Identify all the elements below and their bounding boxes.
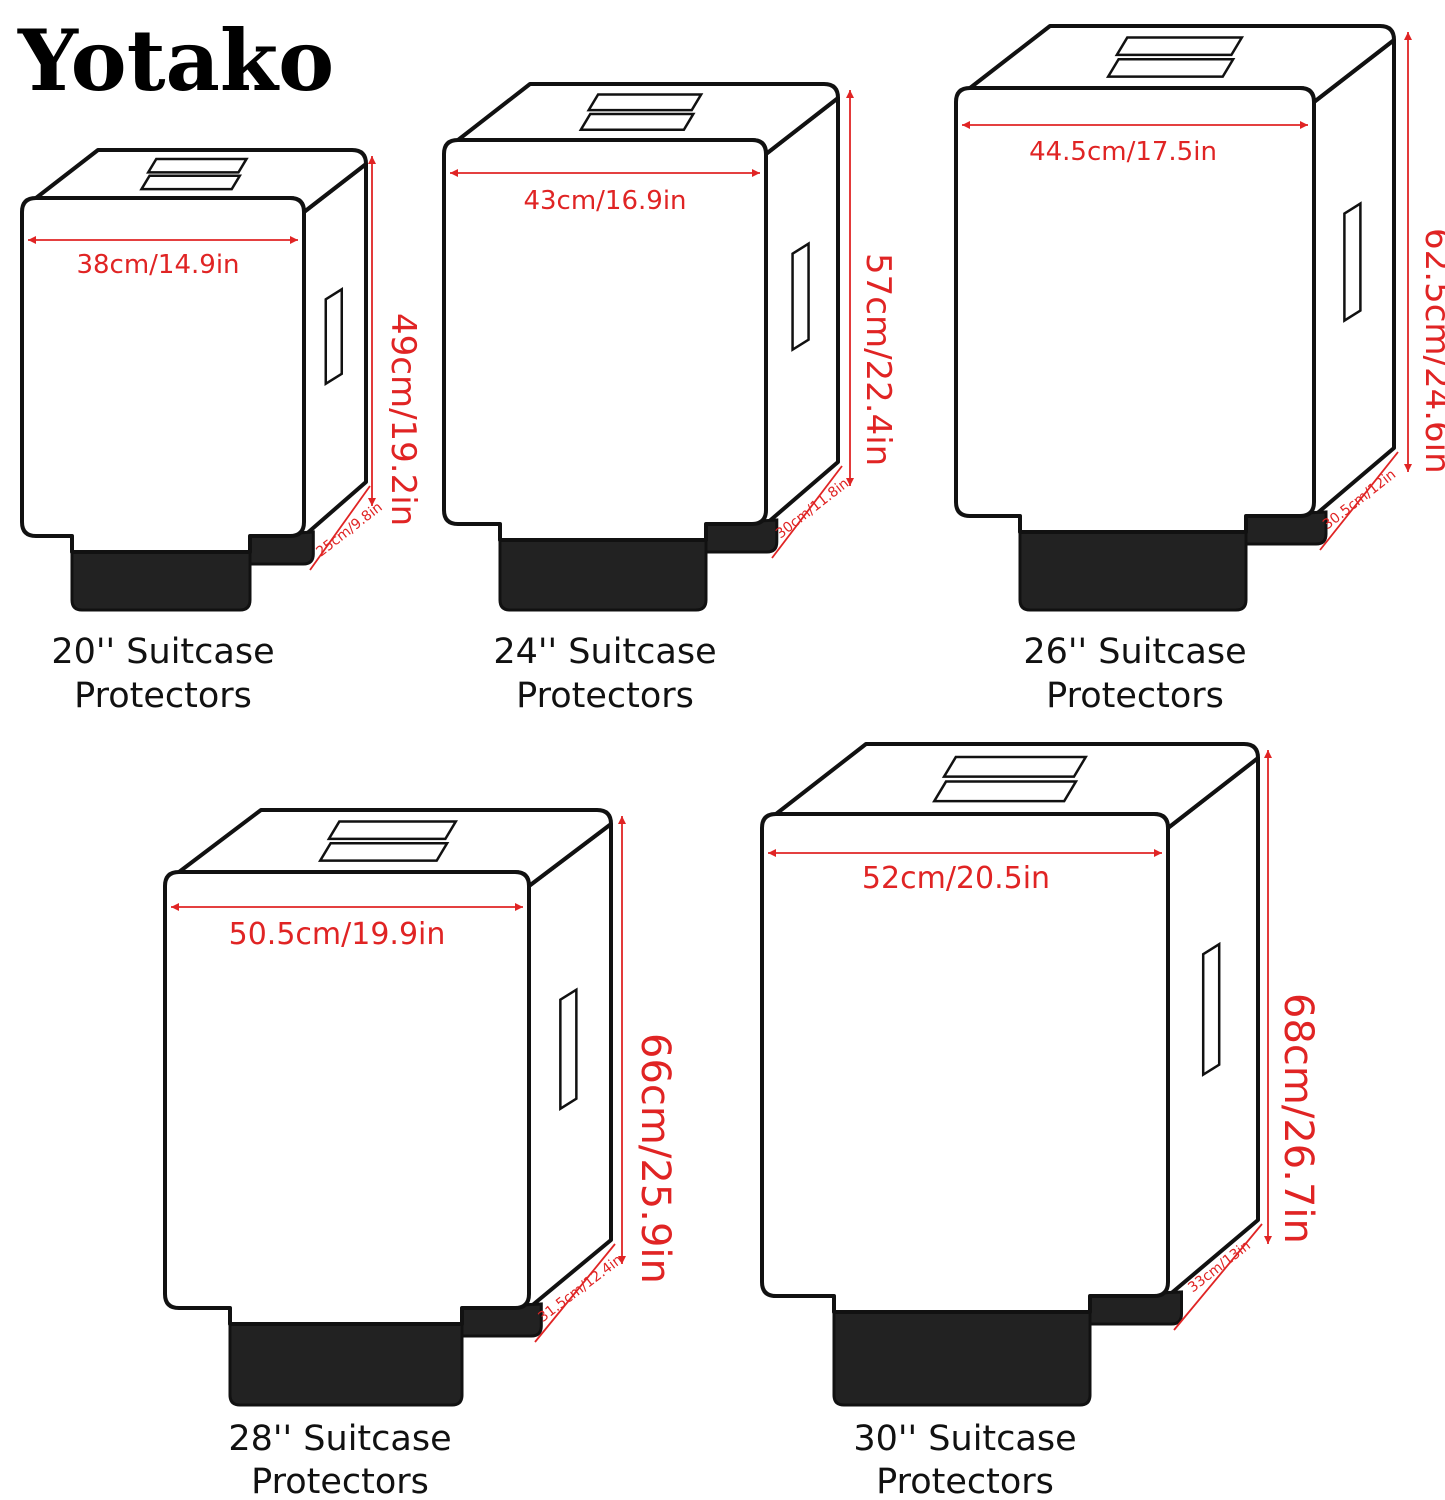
height-label: 57cm/22.4in: [858, 253, 898, 466]
arrowhead-icon: [171, 903, 179, 911]
logo-notch: [58, 8, 78, 17]
arrowhead-icon: [618, 1256, 626, 1264]
caption-product: Protectors: [251, 1462, 429, 1500]
width-dimension: 38cm/14.9in: [28, 236, 298, 280]
arrowhead-icon: [1300, 121, 1308, 129]
width-dimension: 52cm/20.5in: [768, 849, 1162, 896]
arrowhead-icon: [368, 498, 376, 506]
top-handle-window: [578, 112, 696, 131]
base-front: [228, 1320, 464, 1407]
arrowhead-icon: [450, 169, 458, 177]
depth-arrow-line: [1319, 451, 1399, 551]
caption-size: 28'' Suitcase: [228, 1419, 451, 1459]
top-handle-window: [1105, 58, 1236, 78]
arrowhead-icon: [846, 478, 854, 486]
suitcase-front-face: [442, 138, 768, 542]
depth-arrow-line: [309, 485, 371, 571]
arrowhead-icon: [1264, 750, 1272, 758]
base-front: [1018, 528, 1248, 612]
side-handle-window: [1201, 941, 1221, 1077]
base-front: [70, 548, 252, 612]
side-handle-window: [1343, 201, 1362, 323]
height-label: 66cm/25.9in: [632, 1033, 678, 1284]
base-side: [1088, 1290, 1183, 1326]
width-dimension: 50.5cm/19.9in: [171, 903, 523, 952]
arrowhead-icon: [1404, 464, 1412, 472]
suitcase-front-face: [954, 86, 1316, 534]
caption-size: 30'' Suitcase: [853, 1419, 1076, 1459]
arrowhead-icon: [768, 849, 776, 857]
height-label: 49cm/19.2in: [383, 313, 423, 526]
depth-arrow-line: [1173, 1223, 1263, 1331]
top-handle-window: [932, 780, 1079, 803]
caption-size: 26'' Suitcase: [1023, 632, 1246, 672]
caption-product: Protectors: [876, 1462, 1054, 1500]
caption-product: Protectors: [1046, 676, 1224, 716]
caption-size: 24'' Suitcase: [493, 632, 716, 672]
height-dimension: 68cm/26.7in: [1264, 750, 1321, 1244]
suitcase-front-face: [760, 812, 1170, 1314]
suitcase-front-face: [163, 870, 531, 1326]
arrowhead-icon: [290, 236, 298, 244]
arrowhead-icon: [846, 90, 854, 98]
top-handle-window: [586, 93, 704, 112]
height-dimension: 57cm/22.4in: [846, 90, 898, 486]
top-handle-window: [139, 174, 242, 191]
arrowhead-icon: [1154, 849, 1162, 857]
side-handle-window: [791, 241, 810, 352]
base-side: [460, 1302, 543, 1338]
arrowhead-icon: [618, 816, 626, 824]
arrowhead-icon: [1404, 32, 1412, 40]
arrowhead-icon: [28, 236, 36, 244]
width-label: 38cm/14.9in: [76, 250, 239, 280]
yotako-logo: Yotako: [17, 8, 334, 110]
base-side: [704, 518, 779, 554]
caption-size: 20'' Suitcase: [51, 632, 274, 672]
height-dimension: 49cm/19.2in: [368, 156, 423, 526]
height-label: 68cm/26.7in: [1275, 993, 1321, 1244]
side-handle-window: [324, 287, 344, 387]
width-label: 44.5cm/17.5in: [1029, 137, 1217, 167]
height-dimension: 66cm/25.9in: [618, 816, 678, 1284]
arrowhead-icon: [368, 156, 376, 164]
caption-product: Protectors: [516, 676, 694, 716]
top-handle-window: [941, 755, 1088, 778]
arrowhead-icon: [962, 121, 970, 129]
top-handle-window: [146, 157, 249, 174]
suitcase-s26: 44.5cm/17.5in62.5cm/24.6in30.5cm/12in26'…: [954, 24, 1445, 716]
suitcase-s28: 50.5cm/19.9in66cm/25.9in31.5cm/12.4in28'…: [163, 808, 678, 1500]
base-side: [248, 530, 315, 566]
arrowhead-icon: [1264, 1236, 1272, 1244]
base-side: [1244, 510, 1328, 546]
base-front: [832, 1308, 1092, 1407]
width-dimension: 43cm/16.9in: [450, 169, 760, 216]
brand-logo-text: Yotako: [17, 11, 334, 110]
height-dimension: 62.5cm/24.6in: [1404, 32, 1445, 474]
width-label: 50.5cm/19.9in: [229, 917, 446, 952]
base-front: [498, 536, 708, 612]
height-label: 62.5cm/24.6in: [1417, 228, 1445, 474]
arrowhead-icon: [515, 903, 523, 911]
width-dimension: 44.5cm/17.5in: [962, 121, 1308, 167]
top-handle-window: [318, 842, 450, 862]
width-label: 43cm/16.9in: [523, 186, 686, 216]
top-handle-window: [1114, 36, 1245, 57]
depth-arrow-line: [534, 1243, 616, 1343]
top-handle-window: [326, 820, 458, 841]
side-handle-window: [559, 987, 578, 1111]
arrowhead-icon: [752, 169, 760, 177]
suitcase-front-face: [20, 196, 306, 554]
width-label: 52cm/20.5in: [862, 861, 1050, 896]
caption-product: Protectors: [74, 676, 252, 716]
depth-arrow-line: [771, 465, 843, 559]
